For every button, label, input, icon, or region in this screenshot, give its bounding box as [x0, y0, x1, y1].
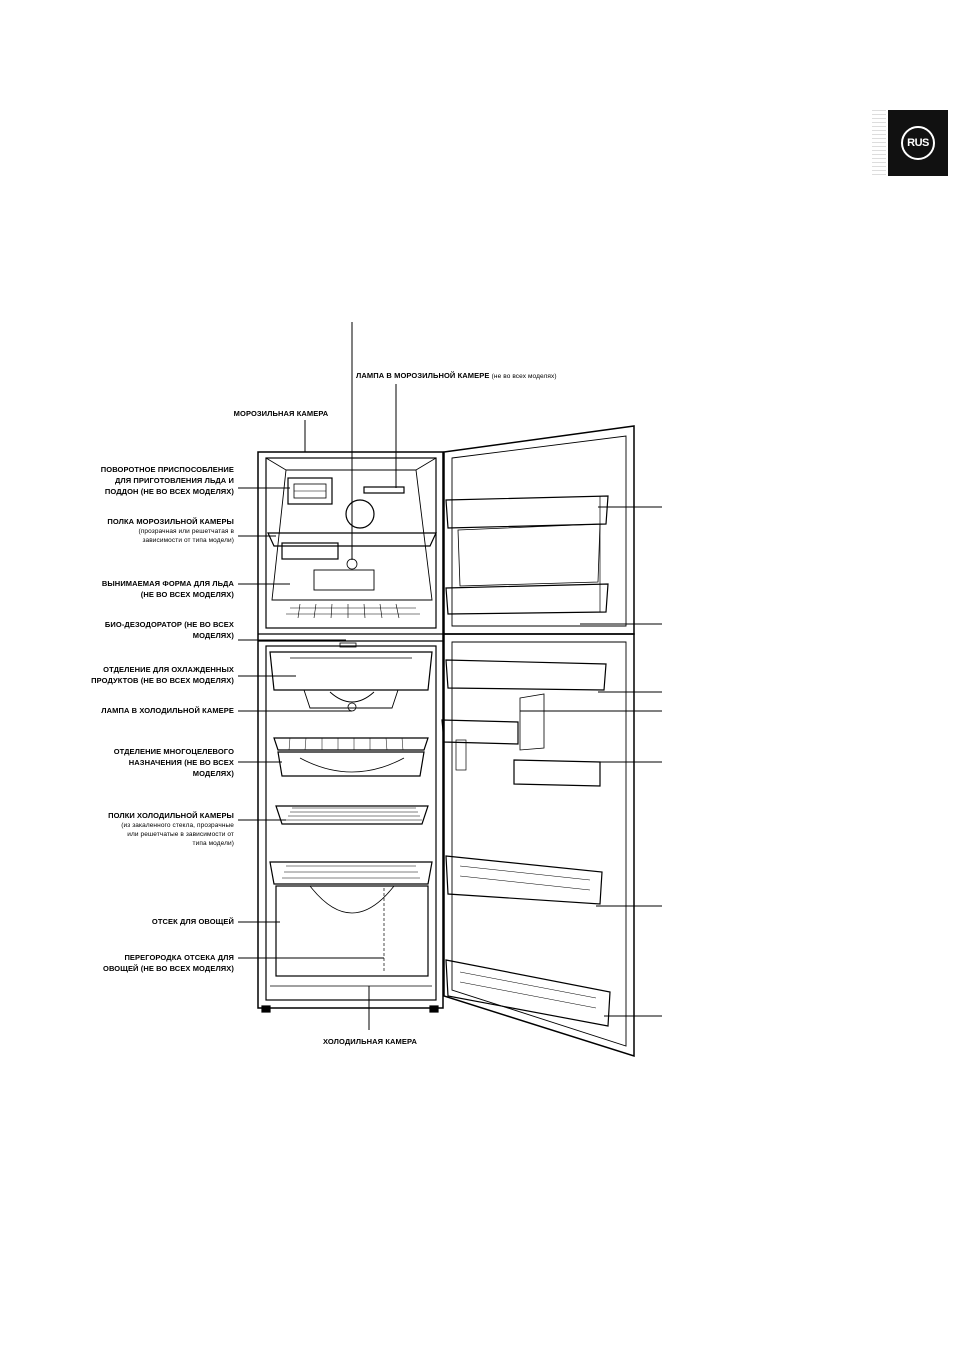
- label-vegetable-divider: ПЕРЕГОРОДКА ОТСЕКА ДЛЯ ОВОЩЕЙ (НЕ ВО ВСЕ…: [103, 953, 234, 973]
- language-badge-text: RUS: [907, 137, 929, 149]
- label-bio-deodorizer: БИО-ДЕЗОДОРАТОР (НЕ ВО ВСЕХ МОДЕЛЯХ): [104, 620, 234, 640]
- label-freezer: МОРОЗИЛЬНАЯ КАМЕРА: [233, 409, 329, 418]
- label-fridge-compartment: ХОЛОДИЛЬНАЯ КАМЕРА: [323, 1037, 417, 1046]
- open-doors: [441, 425, 635, 1058]
- language-badge-ring: RUS: [901, 126, 935, 160]
- label-freezer-lamp: ЛАМПА В МОРОЗИЛЬНОЙ КАМЕРЕ (не во всех м…: [356, 371, 557, 380]
- label-chilled-compartment: ОТДЕЛЕНИЕ ДЛЯ ОХЛАЖДЕННЫХ ПРОДУКТОВ (НЕ …: [91, 665, 234, 685]
- label-ice-maker: ПОВОРОТНОЕ ПРИСПОСОБЛЕНИЕ ДЛЯ ПРИГОТОВЛЕ…: [100, 465, 234, 496]
- label-freezer-shelf: ПОЛКА МОРОЗИЛЬНОЙ КАМЕРЫ (прозрачная или…: [107, 517, 234, 544]
- label-fridge-lamp: ЛАМПА В ХОЛОДИЛЬНОЙ КАМЕРЕ: [101, 706, 234, 715]
- cabinet-body: [257, 451, 444, 1013]
- label-multipurpose-compartment: ОТДЕЛЕНИЕ МНОГОЦЕЛЕВОГО НАЗНАЧЕНИЯ (НЕ В…: [113, 747, 234, 778]
- language-tab: RUS: [888, 110, 948, 176]
- page-edge-speckle: [872, 110, 886, 176]
- leader-lines: [238, 322, 662, 1030]
- label-vegetable-crisper: ОТСЕК ДЛЯ ОВОЩЕЙ: [151, 917, 234, 926]
- label-ice-tray: ВЫНИМАЕМАЯ ФОРМА ДЛЯ ЛЬДА (НЕ ВО ВСЕХ МО…: [101, 579, 234, 599]
- label-fridge-shelves: ПОЛКИ ХОЛОДИЛЬНОЙ КАМЕРЫ (из закаленного…: [108, 811, 234, 847]
